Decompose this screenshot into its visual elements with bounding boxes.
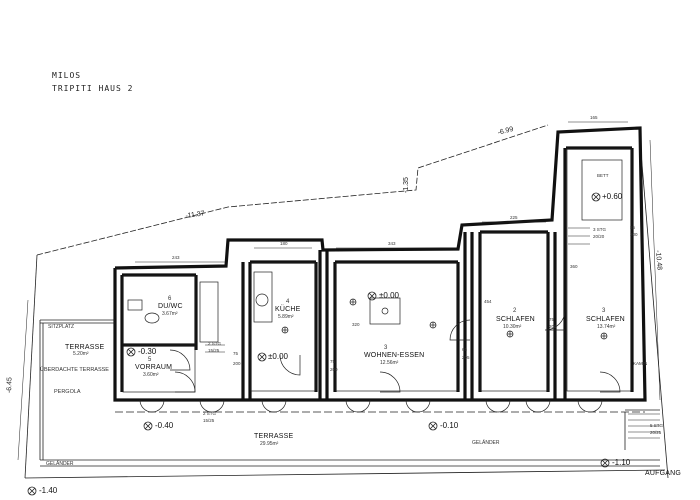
kamin-label: KAMIN [633,361,648,366]
terrace-left-name: TERRASSE [65,344,105,351]
room-area-schlafen3: 13.74m² [597,324,616,330]
stair-label-3: 3 STG [593,227,607,232]
stair-label-4b: 20/25 [650,430,662,435]
room-number-wohnen: 3 [384,345,388,351]
dim-243: 243 [172,255,180,260]
aufgang-label: AUFGANG [645,470,682,477]
room-number-vorraum: 5 [148,357,152,363]
plan-title-line2: TRIPITI HAUS 2 [52,84,134,93]
room-number-schlafen2: 2 [513,308,517,314]
stair-label-1: 2 STG [208,341,222,346]
building-outer-wall [113,126,647,402]
room-name-duwc: DU/WC [158,303,183,310]
room-area-vorraum: 3.60m² [143,372,159,378]
level-kueche: ±0.00 [268,352,288,361]
gelaender-left-label: GELÄNDER [46,461,74,467]
ueberdachte-terrasse-label: ÜBERDACHTE TERRASSE [40,367,109,373]
level-schlafen3: +0.60 [602,192,623,201]
site-boundary-left [24,254,38,479]
level-terrasse-right: -0.10 [440,421,459,430]
plan-title-line1: MILOS [52,71,82,80]
room-name-kueche: KÜCHE [275,306,301,313]
bett-label: BETT [597,173,609,178]
terrace-bottom-area: 29.95m² [260,441,279,447]
terrace-left-area: 5.20m² [73,351,89,357]
dim-200c: 200 [549,324,557,329]
sitzplatz-label: SITZPLATZ [48,324,75,330]
room-name-wohnen: WOHNEN-ESSEN [364,352,425,359]
level-terrasse: -0.40 [155,421,174,430]
room-area-duwc: 3.67m² [162,311,178,317]
stair-label-1b: 15/25 [208,348,220,353]
room-number-kueche: 4 [286,299,290,305]
room-area-wohnen: 12.56m² [380,360,399,366]
stair-label-2: 2 STG [203,411,217,416]
site-boundary-line [36,124,549,256]
room-area-schlafen2: 10.30m² [503,324,522,330]
dim-454: 454 [484,299,492,304]
room-area-kueche: 5.89m² [278,314,294,320]
dim-645: -6.45 [6,377,14,394]
dim-343: 343 [388,241,396,246]
dim-180: 180 [280,241,288,246]
dim-200a: 200 [233,361,241,366]
room-number-duwc: 6 [168,296,172,302]
room-name-schlafen3: SCHLAFEN [586,316,625,323]
dim-205: 205 [462,355,470,360]
level-outside-left: -1.40 [39,486,58,495]
dim-200d: 200 [630,232,638,237]
room-number-schlafen3: 3 [602,308,606,314]
dim-200b: 200 [330,367,338,372]
dim-85: 85 [630,225,636,230]
room-name-vorraum: VORRAUM [135,364,173,371]
terrace-bottom-name: TERRASSE [254,433,294,440]
dim-75a: 75 [233,351,239,356]
dim-75b: 75 [330,359,336,364]
dim-135: -1.35 [403,177,410,193]
stair-label-3b: 20/20 [593,234,605,239]
site-boundary-right [639,139,669,479]
dim-165: 165 [590,115,598,120]
gelaender-right-label: GELÄNDER [472,440,500,446]
dim-225: 225 [510,215,518,220]
stair-label-4: 5 STG [650,423,664,428]
dim-75c: 75 [549,317,555,322]
level-outside-right: -1.10 [612,458,631,467]
site-boundary-bottom [24,469,666,479]
level-vorraum: -0.30 [138,347,157,356]
pergola-label: PERGOLA [54,389,81,395]
dim-65: 65 [462,347,468,352]
level-wohnen: ±0.00 [379,291,399,300]
dim-320: 320 [352,322,360,327]
room-name-schlafen2: SCHLAFEN [496,316,535,323]
dim-360: 360 [570,264,578,269]
stair-label-2b: 15/25 [203,418,215,423]
